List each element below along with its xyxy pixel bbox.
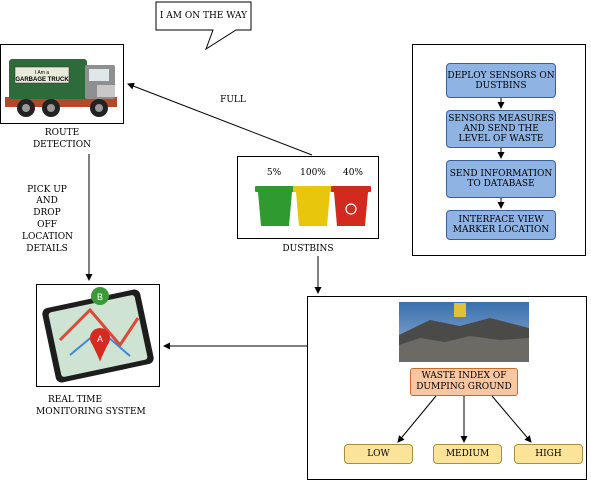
speech-text: I AM ON THE WAY: [159, 11, 248, 21]
flow-step-1: DEPLOY SENSORS ON DUSTBINS: [446, 63, 556, 98]
waste-level-medium: MEDIUM: [433, 444, 502, 464]
route-detection-label-line1: ROUTE: [44, 128, 80, 138]
bin-level-red: 40%: [342, 168, 363, 178]
waste-level-low: LOW: [344, 444, 413, 464]
pickup-line-3: DROP: [33, 208, 61, 218]
pin-b: B: [97, 292, 103, 302]
flow-step-3: SEND INFORMATION TO DATABASE: [446, 160, 556, 198]
pickup-line-6: DETAILS: [26, 244, 68, 254]
pickup-line-5: LOCATION: [22, 232, 74, 242]
bin-level-yellow: 100%: [300, 168, 326, 178]
waste-level-high: HIGH: [514, 444, 583, 464]
recycle-icon: [345, 203, 357, 215]
green-bin-lid: [255, 186, 295, 192]
truck-box: I Am a GARBAGE TRUCK: [0, 44, 124, 124]
green-bin: [258, 192, 292, 226]
bin-level-green: 5%: [266, 168, 282, 178]
flow-step-4: INTERFACE VIEW MARKER LOCATION: [446, 210, 556, 240]
flow-step-2: SENSORS MEASURES AND SEND THE LEVEL OF W…: [446, 110, 556, 148]
monitoring-label-line1: REAL TIME: [48, 395, 103, 405]
red-bin-lid: [331, 186, 371, 192]
garbage-truck-icon: I Am a GARBAGE TRUCK: [5, 59, 117, 117]
waste-index-box: WASTE INDEX OF DUMPING GROUND: [410, 368, 518, 396]
arrow-full: [127, 82, 313, 156]
yellow-bin-lid: [293, 186, 333, 192]
pickup-line-1: PICK UP: [27, 185, 67, 195]
yellow-bin: [296, 192, 330, 226]
pickup-line-4: OFF: [37, 220, 57, 230]
route-detection-label-line2: DETECTION: [32, 140, 92, 150]
arrow-to-low: [397, 395, 437, 443]
monitoring-label-line2: MONITORING SYSTEM: [36, 407, 146, 417]
dustbins-label: DUSTBINS: [282, 244, 334, 254]
full-label: FULL: [220, 95, 246, 105]
arrow-to-high: [491, 395, 532, 443]
pin-a: A: [97, 334, 103, 344]
red-bin: [334, 192, 368, 226]
pickup-line-2: AND: [36, 196, 58, 206]
truck-sign-line1: I Am a: [35, 70, 49, 76]
truck-sign-line2: GARBAGE TRUCK: [15, 77, 69, 83]
